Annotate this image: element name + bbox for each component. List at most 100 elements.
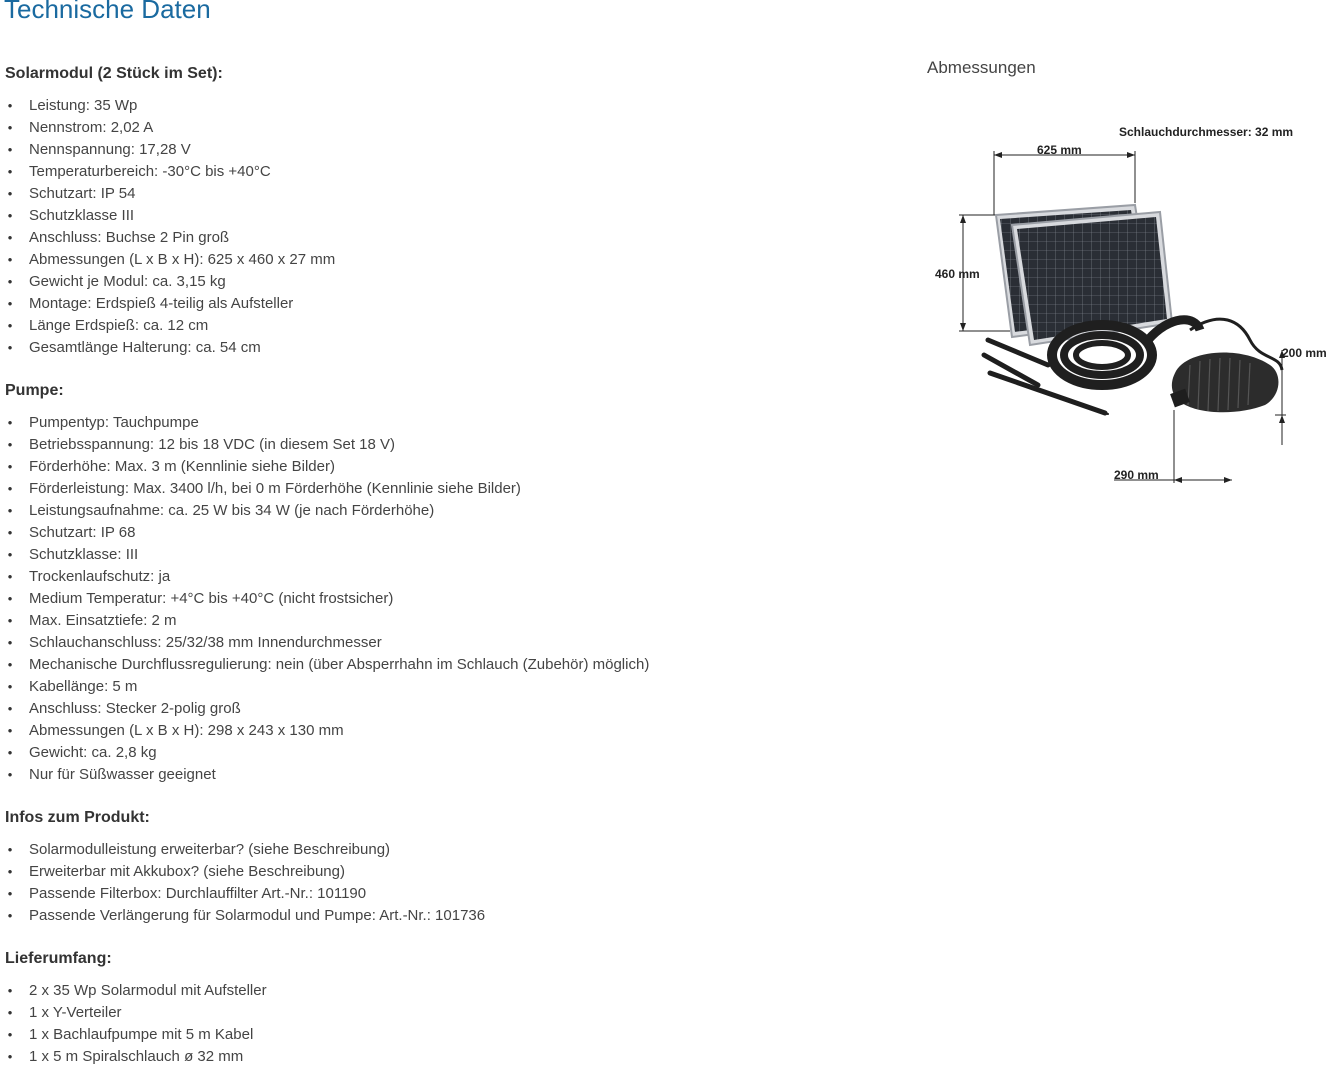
bullet-icon: • xyxy=(7,613,13,628)
spec-item-text: Schlauchanschluss: 25/32/38 mm Innendurc… xyxy=(29,634,382,651)
spec-item-text: Anschluss: Buchse 2 Pin groß xyxy=(29,229,230,246)
bullet-icon: • xyxy=(7,657,13,672)
bullet-icon: • xyxy=(7,274,13,289)
height-label: 460 mm xyxy=(935,267,980,281)
spec-item-text: Gesamtlänge Halterung: ca. 54 cm xyxy=(29,339,261,356)
figure-title: Abmessungen xyxy=(927,58,1036,77)
section-pumpe: Pumpe: •Pumpentyp: Tauchpumpe•Betriebssp… xyxy=(5,379,845,786)
pump-width-label: 290 mm xyxy=(1114,468,1159,482)
spec-item-text: Leistungsaufnahme: ca. 25 W bis 34 W (je… xyxy=(29,502,435,519)
bullet-icon: • xyxy=(7,340,13,355)
spec-item: •Medium Temperatur: +4°C bis +40°C (nich… xyxy=(5,588,845,610)
spec-item: •Anschluss: Stecker 2-polig groß xyxy=(5,698,845,720)
spec-item: • Schutzklasse III xyxy=(5,205,845,227)
spec-item-text: Schutzklasse: III xyxy=(29,546,139,563)
spec-item-text: Passende Verlängerung für Solarmodul und… xyxy=(29,907,486,924)
spec-item-text: Max. Einsatztiefe: 2 m xyxy=(29,612,177,629)
spec-item-text: 1 x Y-Verteiler xyxy=(29,1004,122,1021)
spec-item-text: Gewicht: ca. 2,8 kg xyxy=(29,744,157,761)
bullet-icon: • xyxy=(7,1005,13,1020)
spec-item-text: 1 x Bachlaufpumpe mit 5 m Kabel xyxy=(29,1026,254,1043)
pump-cable xyxy=(1189,317,1284,371)
bullet-icon: • xyxy=(7,1049,13,1064)
bullet-icon: • xyxy=(7,120,13,135)
spec-item: • Anschluss: Buchse 2 Pin groß xyxy=(5,227,845,249)
section-solarmodul: Solarmodul (2 Stück im Set): •Leistung: … xyxy=(5,62,845,359)
spec-item: •Kabellänge: 5 m xyxy=(5,676,845,698)
bullet-icon: • xyxy=(7,701,13,716)
spec-item-text: Gewicht je Modul: ca. 3,15 kg xyxy=(29,273,226,290)
spec-item: • 1 x Y-Verteiler xyxy=(5,1002,845,1024)
spec-item: •Montage: Erdspieß 4-teilig als Aufstell… xyxy=(5,293,845,315)
bullet-icon: • xyxy=(7,230,13,245)
spec-item: • 1 x 5 m Spiralschlauch ø 32 mm xyxy=(5,1046,845,1068)
spec-item: •Nur für Süßwasser geeignet xyxy=(5,764,845,786)
spec-item-text: Pumpentyp: Tauchpumpe xyxy=(29,414,199,431)
spec-item: • Länge Erdspieß: ca. 12 cm xyxy=(5,315,845,337)
spec-sections: Solarmodul (2 Stück im Set): •Leistung: … xyxy=(5,62,845,1088)
spec-item-text: Trockenlaufschutz: ja xyxy=(29,568,171,585)
bullet-icon: • xyxy=(7,983,13,998)
spec-item-text: Montage: Erdspieß 4-teilig als Aufstelle… xyxy=(29,295,294,312)
bullet-icon: • xyxy=(7,569,13,584)
bullet-icon: • xyxy=(7,98,13,113)
bullet-icon: • xyxy=(7,437,13,452)
spec-item-text: 1 x 5 m Spiralschlauch ø 32 mm xyxy=(29,1048,244,1065)
spec-item-text: Abmessungen (L x B x H): 298 x 243 x 130… xyxy=(29,722,344,739)
pump-height-dimension: 200 mm xyxy=(1275,346,1327,445)
bullet-icon: • xyxy=(7,547,13,562)
bullet-icon: • xyxy=(7,459,13,474)
pump-width-dimension: 290 mm xyxy=(1114,410,1232,483)
spec-item: • Passende Verlängerung für Solarmodul un… xyxy=(5,905,845,927)
page-title: Technische Daten xyxy=(4,0,211,24)
spec-item: •Solarmodulleistung erweiterbar? (siehe … xyxy=(5,839,845,861)
bullet-icon: • xyxy=(7,252,13,267)
bullet-icon: • xyxy=(7,767,13,782)
spec-item: • Max. Einsatztiefe: 2 m xyxy=(5,610,845,632)
spec-item: • Leistungsaufnahme: ca. 25 W bis 34 W (j… xyxy=(5,500,845,522)
spec-item-text: Erweiterbar mit Akkubox? (siehe Beschrei… xyxy=(29,863,345,880)
spec-list: •Pumpentyp: Tauchpumpe•Betriebsspannung:… xyxy=(5,412,845,786)
spec-item-text: Nennstrom: 2,02 A xyxy=(29,119,154,136)
spec-item: • Schlauchanschluss: 25/32/38 mm Innendur… xyxy=(5,632,845,654)
section-heading: Lieferumfang: xyxy=(5,950,112,967)
spec-item-text: Länge Erdspieß: ca. 12 cm xyxy=(29,317,209,334)
spec-item-text: Solarmodulleistung erweiterbar? (siehe B… xyxy=(29,841,391,858)
bullet-icon: • xyxy=(7,679,13,694)
solar-panels xyxy=(994,203,1174,347)
spec-item: • Schutzklasse: III xyxy=(5,544,845,566)
width-dimension: 625 mm xyxy=(993,143,1136,215)
spec-item: •Förderleistung: Max. 3400 l/h, bei 0 m … xyxy=(5,478,845,500)
bullet-icon: • xyxy=(7,208,13,223)
spec-item-text: Nennspannung: 17,28 V xyxy=(29,141,191,158)
bullet-icon: • xyxy=(7,908,13,923)
spec-item: •Schutzart: IP 54 xyxy=(5,183,845,205)
bullet-icon: • xyxy=(7,503,13,518)
bullet-icon: • xyxy=(7,186,13,201)
section-lieferumfang: Lieferumfang: •2 x 35 Wp Solarmodul mit … xyxy=(5,947,845,1068)
bullet-icon: • xyxy=(7,481,13,496)
section-heading: Pumpe: xyxy=(5,382,64,399)
spec-item: • Abmessungen (L x B x H): 625 x 460 x 27… xyxy=(5,249,845,271)
bullet-icon: • xyxy=(7,415,13,430)
bullet-icon: • xyxy=(7,635,13,650)
spec-item-text: Medium Temperatur: +4°C bis +40°C (nicht… xyxy=(29,590,394,607)
spec-item-text: Schutzart: IP 68 xyxy=(29,524,136,541)
bullet-icon: • xyxy=(7,745,13,760)
spec-item-text: Abmessungen (L x B x H): 625 x 460 x 27 … xyxy=(29,251,336,268)
spec-item-text: Schutzklasse III xyxy=(29,207,135,224)
spec-item: • Förderhöhe: Max. 3 m (Kennlinie siehe B… xyxy=(5,456,845,478)
spec-item: •2 x 35 Wp Solarmodul mit Aufsteller xyxy=(5,980,845,1002)
hose-label: Schlauchdurchmesser: 32 mm xyxy=(1119,125,1293,139)
bullet-icon: • xyxy=(7,142,13,157)
spec-item: • Nennstrom: 2,02 A xyxy=(5,117,845,139)
spec-item-text: Förderhöhe: Max. 3 m (Kennlinie siehe Bi… xyxy=(29,458,335,475)
spec-item: • Pumpentyp: Tauchpumpe xyxy=(5,412,845,434)
bullet-icon: • xyxy=(7,525,13,540)
spec-item-text: Mechanische Durchflussregulierung: nein … xyxy=(29,656,650,673)
spec-item: •Erweiterbar mit Akkubox? (siehe Beschre… xyxy=(5,861,845,883)
section-heading: Solarmodul (2 Stück im Set): xyxy=(5,65,223,82)
pump-height-label: 200 mm xyxy=(1282,346,1327,360)
spec-item: • Gewicht je Modul: ca. 3,15 kg xyxy=(5,271,845,293)
bullet-icon: • xyxy=(7,318,13,333)
